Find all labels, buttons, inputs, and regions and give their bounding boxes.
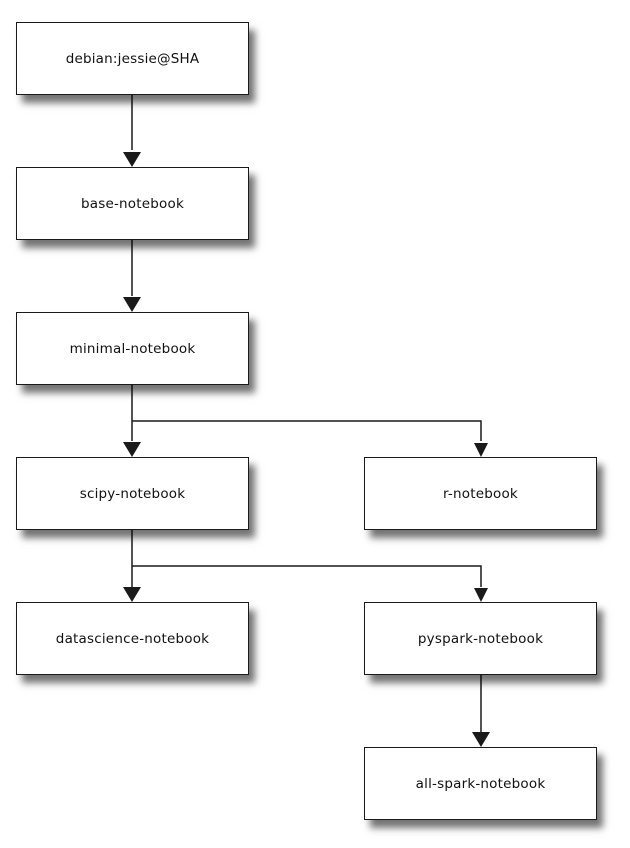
node-label: minimal-notebook	[69, 340, 196, 357]
arrowhead-r	[474, 443, 488, 457]
node-label: datascience-notebook	[55, 630, 210, 647]
node-all-spark-notebook: all-spark-notebook	[364, 747, 597, 820]
arrowhead-pyspark	[474, 588, 488, 602]
arrowhead-base	[123, 152, 141, 167]
arrowhead-datascience	[123, 587, 141, 602]
node-datascience-notebook: datascience-notebook	[16, 602, 249, 675]
node-r-notebook: r-notebook	[364, 457, 597, 530]
node-label: r-notebook	[443, 485, 518, 502]
node-label: base-notebook	[81, 195, 184, 212]
arrowhead-minimal	[123, 297, 141, 312]
node-base-notebook: base-notebook	[16, 167, 249, 240]
node-label: debian:jessie@SHA	[65, 50, 200, 67]
edge-scipy-to-pyspark	[132, 565, 482, 587]
node-label: pyspark-notebook	[417, 630, 544, 647]
node-pyspark-notebook: pyspark-notebook	[364, 602, 597, 675]
arrowhead-scipy	[123, 442, 141, 457]
arrowhead-allspark	[472, 732, 490, 747]
node-scipy-notebook: scipy-notebook	[16, 457, 249, 530]
node-label: scipy-notebook	[79, 485, 186, 502]
edge-minimal-to-r	[132, 420, 482, 441]
node-debian-jessie: debian:jessie@SHA	[16, 22, 249, 95]
node-label: all-spark-notebook	[415, 775, 546, 792]
node-minimal-notebook: minimal-notebook	[16, 312, 249, 385]
